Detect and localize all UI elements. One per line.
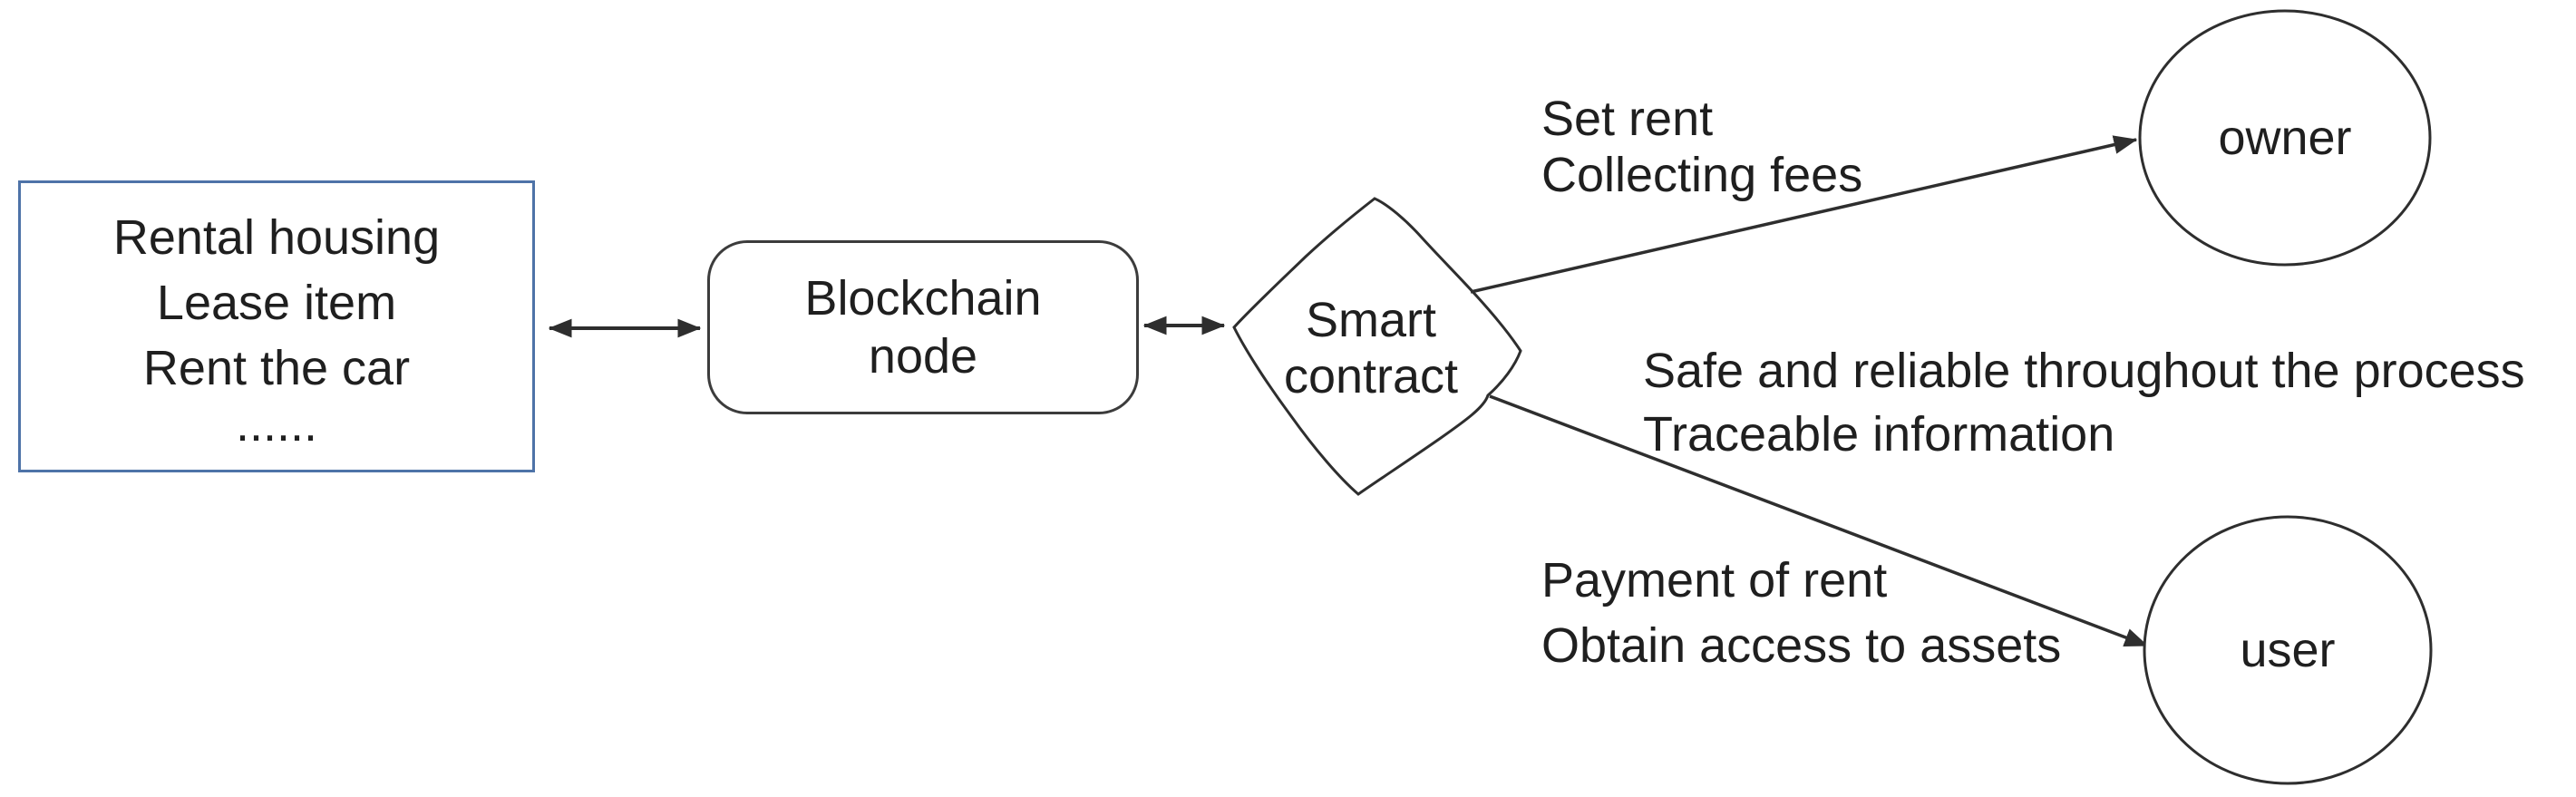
user-edge-line: Obtain access to assets	[1541, 618, 2062, 673]
user-edge-line: Payment of rent	[1541, 553, 1888, 607]
user-ellipse	[2143, 515, 2433, 785]
smart-contract-label: Smart contract	[1235, 292, 1507, 404]
use-cases-box	[18, 180, 535, 472]
smart-contract-line: Smart	[1305, 293, 1437, 347]
user-edge-label: Payment of rent Obtain access to assets	[1541, 548, 2061, 678]
owner-label-text: owner	[2218, 111, 2352, 165]
link-contract-user	[1489, 394, 2149, 647]
use-cases-label: Rental housing Lease item Rent the car .…	[18, 180, 535, 472]
process-note-label: Safe and reliable throughout the process…	[1643, 339, 2525, 466]
smart-contract-line: contract	[1283, 349, 1459, 403]
link-contract-owner	[1470, 135, 2138, 294]
process-note-line: Safe and reliable throughout the process	[1643, 344, 2525, 398]
owner-edge-label: Set rent Collecting fees	[1541, 91, 1862, 203]
blockchain-node-box	[707, 240, 1139, 414]
process-note-line: Traceable information	[1643, 407, 2115, 462]
smart-contract-shape	[1232, 197, 1522, 496]
owner-edge-line: Collecting fees	[1541, 148, 1863, 202]
owner-edge-line: Set rent	[1541, 92, 1714, 146]
blockchain-node-label: Blockchain node	[707, 240, 1139, 414]
use-cases-line: Rent the car	[142, 341, 411, 395]
blockchain-node-line: Blockchain	[804, 271, 1042, 326]
user-label-text: user	[2240, 623, 2336, 677]
use-cases-ellipsis: ......	[235, 397, 318, 452]
use-cases-line: Rental housing	[112, 210, 441, 265]
use-cases-line: Lease item	[156, 276, 397, 330]
owner-ellipse	[2138, 9, 2432, 267]
owner-label: owner	[2140, 11, 2430, 265]
blockchain-node-line: node	[868, 329, 978, 384]
user-label: user	[2144, 517, 2431, 783]
